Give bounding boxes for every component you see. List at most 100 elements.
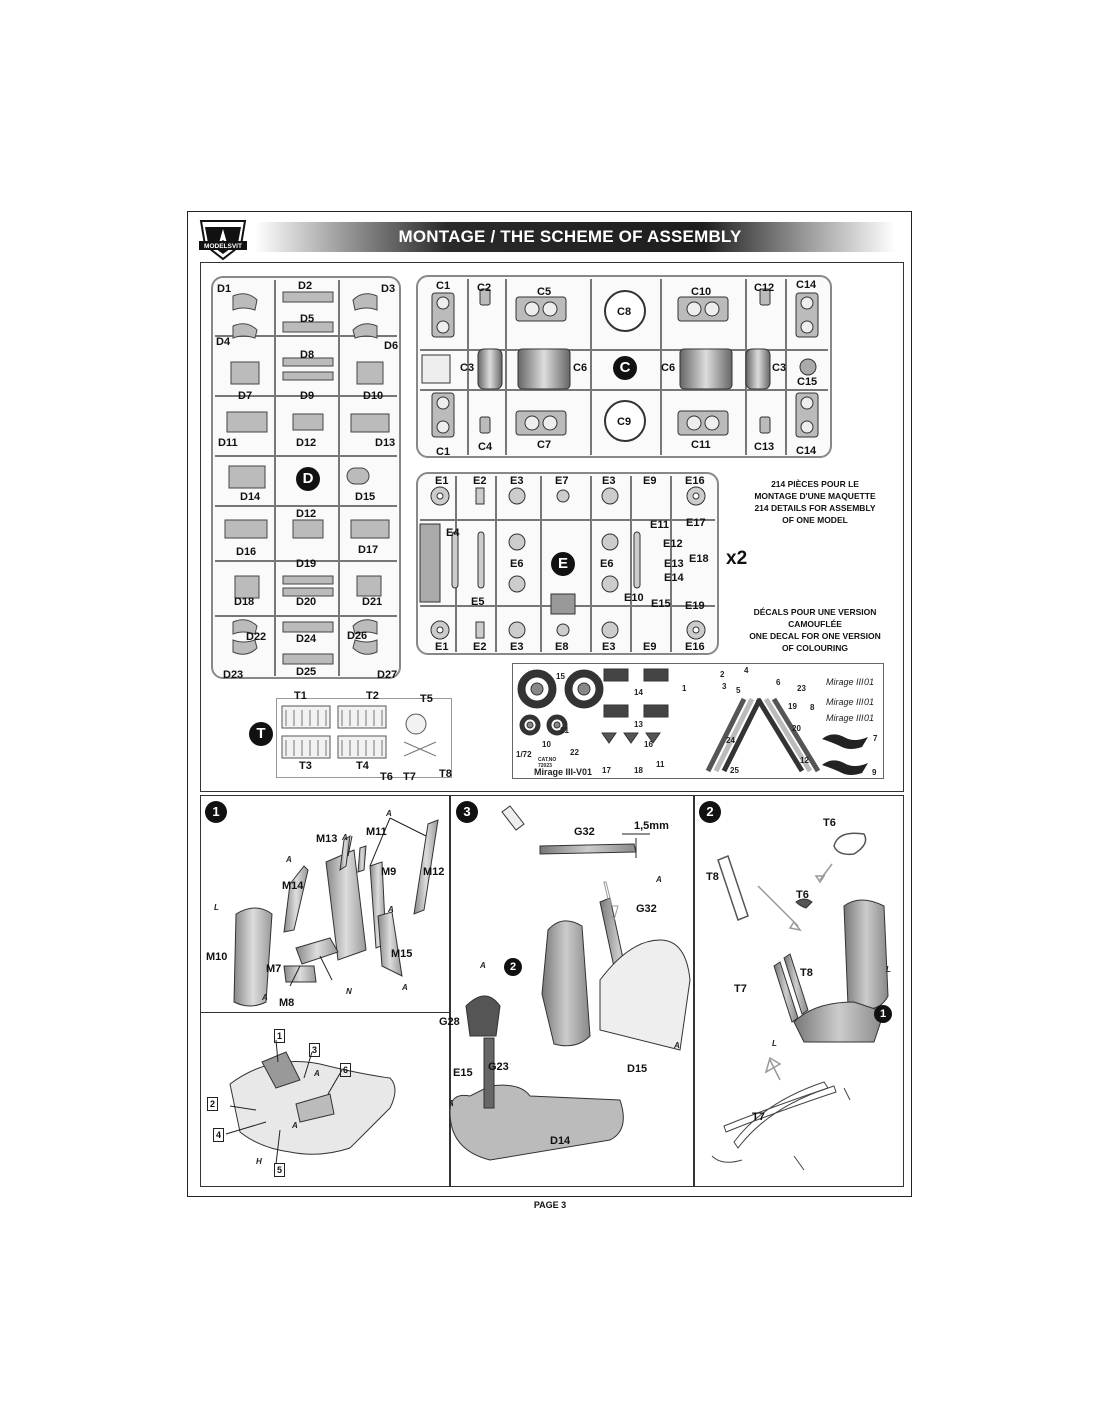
part-label: E1	[435, 475, 449, 487]
part-label: E12	[663, 538, 683, 550]
parts-overview-frame	[200, 262, 904, 792]
decal-number: 5	[736, 686, 741, 695]
part-label: C14	[796, 445, 817, 457]
part-label: E6	[600, 558, 614, 570]
decal-number: 2	[720, 670, 725, 679]
logo-text: MODELSVIT	[204, 243, 242, 250]
paint-code: A	[673, 1041, 680, 1050]
part-label: D22	[246, 631, 267, 643]
modelsvit-logo: MODELSVIT	[199, 220, 247, 261]
sprue-multiplier: x2	[726, 548, 748, 569]
part-label: D18	[234, 596, 255, 608]
part-label: C7	[537, 439, 552, 451]
cockpit-callout: 2	[207, 1097, 219, 1111]
decal-number: 20	[792, 724, 801, 733]
part-label: E3	[510, 475, 524, 487]
parts-count-note-fr: 214 PIÈCES POUR LE MONTAGE D'UNE MAQUETT…	[754, 479, 876, 501]
part-label: D14	[240, 491, 261, 503]
part-label: T1	[294, 690, 307, 702]
part-label: D15	[627, 1063, 648, 1075]
decal-number: 23	[797, 684, 806, 693]
part-label: E18	[689, 553, 709, 565]
part-label: E15	[651, 598, 671, 610]
part-label: D14	[550, 1135, 571, 1147]
paint-code: A	[341, 833, 348, 842]
part-label: T3	[299, 760, 312, 772]
part-label: E19	[685, 600, 705, 612]
paint-code: A	[291, 1121, 298, 1130]
paint-code: A	[313, 1069, 320, 1078]
part-label: M11	[366, 826, 387, 838]
part-label: D20	[296, 596, 317, 608]
part-label: E7	[555, 475, 569, 487]
step-3-number: 3	[456, 801, 478, 823]
part-label: E16	[685, 475, 705, 487]
part-label: E3	[602, 641, 616, 653]
decal-number: 6	[776, 678, 781, 687]
part-label: E6	[510, 558, 524, 570]
part-label: D13	[375, 437, 396, 449]
decal-number: 19	[788, 702, 797, 711]
paint-code: A	[401, 983, 408, 992]
part-label: E4	[446, 527, 460, 539]
paint-code: A	[387, 905, 394, 914]
decal-note-en: ONE DECAL FOR ONE VERSION OF COLOURING	[749, 631, 881, 653]
part-label: M12	[423, 866, 445, 878]
part-label: D19	[296, 558, 317, 570]
part-label: T2	[366, 690, 379, 702]
decal-number: 11	[656, 760, 665, 769]
part-label: C1	[436, 446, 451, 458]
step-1-frame	[200, 795, 450, 1187]
part-label: D6	[384, 340, 399, 352]
paint-code: A	[655, 875, 662, 884]
decal-number: 25	[730, 766, 739, 775]
paint-code: L	[886, 965, 891, 974]
part-label: T6	[380, 771, 393, 783]
cockpit-callout: 3	[309, 1043, 321, 1057]
part-label: D21	[362, 596, 383, 608]
part-label: T4	[356, 760, 369, 772]
part-label: M9	[381, 866, 397, 878]
part-label: T5	[420, 693, 433, 705]
part-label: T8	[706, 871, 719, 883]
decal-number: 15	[556, 672, 565, 681]
step-3-drawing: A A A A	[450, 805, 691, 1161]
cockpit-callout: 5	[274, 1163, 286, 1177]
part-label: D11	[218, 437, 238, 449]
part-label: C12	[754, 282, 775, 294]
decal-brand-text: Mirage III	[826, 697, 864, 707]
step-1-number: 1	[205, 801, 227, 823]
sprue-e-drawing	[419, 476, 715, 652]
decal-number: 22	[570, 748, 579, 757]
step-2-drawing: L L	[711, 832, 891, 1171]
part-label: D27	[377, 669, 398, 681]
decal-number: 3	[722, 682, 727, 691]
decal-note-fr: DÉCALS POUR UNE VERSION CAMOUFLÉE	[753, 607, 877, 629]
part-label: T8	[800, 967, 813, 979]
part-label: D24	[296, 633, 317, 645]
part-label: C14	[796, 279, 817, 291]
part-label: E10	[624, 592, 644, 604]
paint-code: A	[285, 855, 292, 864]
part-label: E9	[643, 641, 657, 653]
sprue-d-letter: D	[296, 467, 320, 491]
part-label: D3	[381, 283, 396, 295]
decal-number: 14	[634, 688, 643, 697]
part-label: C8	[617, 306, 632, 318]
part-label: E13	[664, 558, 684, 570]
decal-model-name: Mirage III-V01	[534, 767, 592, 777]
part-label: M14	[282, 880, 304, 892]
decal-number: 4	[744, 666, 749, 675]
decal-number: 16	[644, 740, 653, 749]
part-label: M8	[279, 997, 295, 1009]
part-label: D1	[217, 283, 232, 295]
parts-count-note-en: 214 DETAILS FOR ASSEMBLY OF ONE MODEL	[754, 503, 876, 525]
part-label: G28	[439, 1016, 460, 1028]
decal-cat-label: CAT.NO	[538, 757, 556, 763]
decal-number: 13	[634, 720, 643, 729]
part-label: C3	[460, 362, 475, 374]
part-label: T6	[823, 817, 836, 829]
dimension-label: 1,5mm	[634, 820, 669, 832]
paint-code: A	[479, 961, 486, 970]
part-label: M7	[266, 963, 282, 975]
